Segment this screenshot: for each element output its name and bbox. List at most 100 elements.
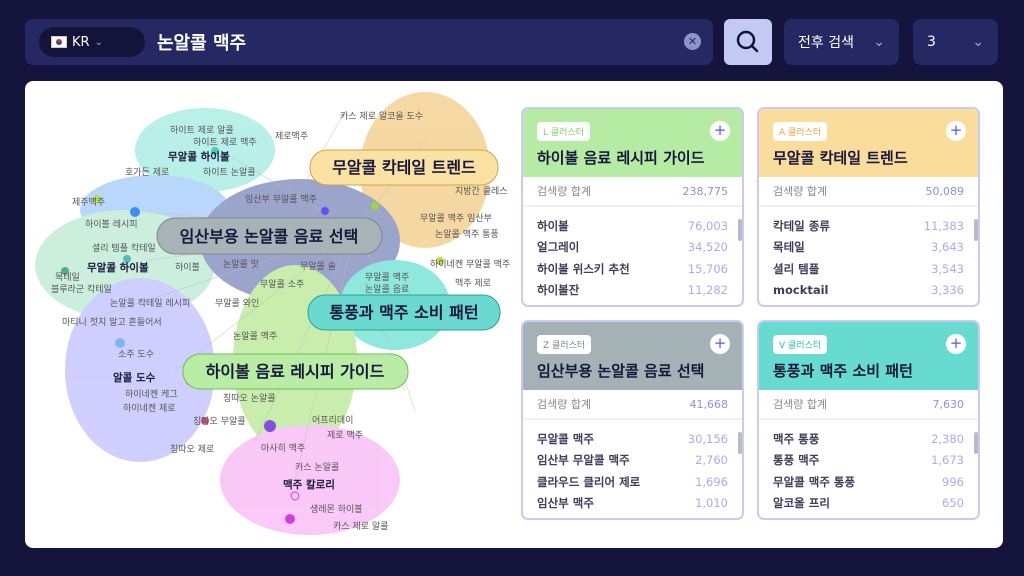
card-title: 통풍과 맥주 소비 패턴: [773, 362, 913, 380]
node-label[interactable]: 목테일: [55, 272, 80, 283]
hub-label[interactable]: 무알콜 하이볼: [87, 261, 149, 274]
node-label[interactable]: 카스 제로 알코올 도수: [340, 111, 423, 122]
scrollbar[interactable]: [738, 219, 742, 241]
plus-icon[interactable]: +: [946, 334, 966, 354]
node-label[interactable]: 어프리데이: [312, 415, 353, 426]
node-label[interactable]: 생레몬 하이볼: [310, 504, 363, 515]
node-label[interactable]: 임산부 무알콜 맥주: [245, 193, 317, 205]
keyword-volume: 11,383: [923, 218, 964, 233]
node-label[interactable]: 논알콜 맛: [223, 259, 259, 270]
node-label[interactable]: 칭따오 논알콜: [223, 393, 276, 404]
node-label[interactable]: 지방간 클레스: [455, 186, 508, 197]
node-label[interactable]: 제로맥주: [275, 131, 308, 142]
node-label[interactable]: 논알콜 음료: [365, 284, 409, 295]
node-labels: 하이트 제로 알콜 하이트 제로 맥주 하이트 논알콜 호가든 제로 제주맥주 …: [51, 111, 510, 532]
cluster-label: 통풍과 맥주 소비 패턴: [329, 303, 478, 322]
scrollbar[interactable]: [974, 219, 978, 241]
keyword-row[interactable]: mocktail 3,336: [773, 280, 964, 302]
node-label[interactable]: 칭따오 무알콜: [193, 416, 246, 427]
node-label[interactable]: 아사히 맥주: [261, 443, 305, 454]
cluster-label: 무알콜 칵테일 트렌드: [332, 158, 476, 177]
plus-icon[interactable]: +: [710, 334, 730, 354]
hub-label[interactable]: 무알콜 하이볼: [168, 150, 230, 163]
scrollbar[interactable]: [974, 432, 978, 454]
keyword-volume: 3,336: [931, 283, 964, 298]
node-label[interactable]: 논알콜 맥주: [233, 331, 277, 342]
node-label[interactable]: 하이트 제로 맥주: [193, 137, 257, 148]
cluster-labels: 무알콜 칵테일 트렌드 임산부용 논알콜 음료 선택 통풍과 맥주 소비 패턴 …: [156, 149, 501, 390]
node-label[interactable]: 블루라군 칵테일: [51, 283, 112, 295]
cluster-pill[interactable]: 통풍과 맥주 소비 패턴: [307, 294, 501, 331]
node-label[interactable]: 무알콜 맥주: [365, 272, 409, 283]
node-label[interactable]: 카스 논알콜: [295, 462, 339, 473]
search-button[interactable]: [724, 19, 772, 65]
node-label[interactable]: 마티니 젓지 말고 흔들어서: [62, 316, 162, 328]
node-label[interactable]: 하이트 제로 알콜: [170, 125, 234, 136]
node-label[interactable]: 맥주 제로: [455, 278, 491, 289]
node-label[interactable]: 하이네켄 제로: [123, 403, 176, 414]
node-label[interactable]: 하이볼 레시피: [85, 219, 138, 230]
depth-dropdown[interactable]: 3 ⌄: [913, 19, 998, 65]
node-label[interactable]: 무알콜 소주: [260, 279, 304, 290]
card-title: 하이볼 음료 레시피 가이드: [537, 149, 705, 167]
node-label[interactable]: 제로 맥주: [327, 430, 363, 441]
node-label[interactable]: 무알콜 와인: [215, 297, 259, 309]
country-code: KR: [72, 34, 90, 50]
node-label[interactable]: 논알콜 맥주 통풍: [435, 229, 499, 240]
node-label[interactable]: 무알콜 술: [300, 261, 336, 272]
cluster-badge: Z 클러스터: [537, 335, 592, 354]
node-label[interactable]: 하이네켄 무알콜 맥주: [430, 259, 510, 270]
keyword: 무알콜 맥주 통풍: [773, 474, 856, 489]
node-label[interactable]: 하이트 논알콜: [203, 167, 256, 178]
search-mode-dropdown[interactable]: 전후 검색 ⌄: [784, 19, 899, 65]
node-label[interactable]: 제주맥주: [72, 197, 105, 208]
keyword: mocktail: [773, 283, 829, 298]
clear-icon[interactable]: ✕: [684, 33, 701, 50]
node-label[interactable]: 무알콜 맥주 임산부: [420, 212, 492, 224]
node-label[interactable]: 논알콜 칵테일 레시피: [110, 297, 190, 309]
hub-label[interactable]: 맥주 칼로리: [283, 478, 335, 491]
cluster-pill[interactable]: 하이볼 음료 레시피 가이드: [182, 353, 409, 390]
cluster-pill[interactable]: 무알콜 칵테일 트렌드: [309, 149, 499, 186]
search-input[interactable]: 논알콜 맥주: [157, 33, 247, 54]
node-label[interactable]: 호가든 제로: [125, 167, 169, 178]
node-label[interactable]: 칭따오 제로: [170, 444, 214, 455]
cluster-network-graph[interactable]: 하이트 제로 알콜 하이트 제로 맥주 하이트 논알콜 호가든 제로 제주맥주 …: [25, 81, 525, 548]
node-label[interactable]: 하이볼: [175, 262, 200, 273]
node-label[interactable]: 하이네켄 케그: [125, 389, 178, 400]
plus-icon[interactable]: +: [946, 121, 966, 141]
plus-icon[interactable]: +: [710, 121, 730, 141]
node-label[interactable]: 소주 도수: [118, 349, 154, 360]
keyword: 하이볼 위스키 추천: [537, 261, 630, 276]
hub-label[interactable]: 알콜 도수: [113, 371, 156, 384]
sum-label: 검색량 합계: [773, 185, 828, 198]
keyword-volume: 1,010: [695, 496, 728, 511]
scrollbar[interactable]: [738, 432, 742, 454]
node-label[interactable]: 카스 제로 알콜: [333, 521, 388, 532]
node-label[interactable]: 셜리 템플 칵테일: [92, 242, 156, 254]
country-selector[interactable]: KR ⌄: [39, 27, 145, 57]
cluster-pill[interactable]: 임산부용 논알콜 음료 선택: [156, 217, 383, 255]
keyword: 하이볼잔: [537, 283, 580, 298]
